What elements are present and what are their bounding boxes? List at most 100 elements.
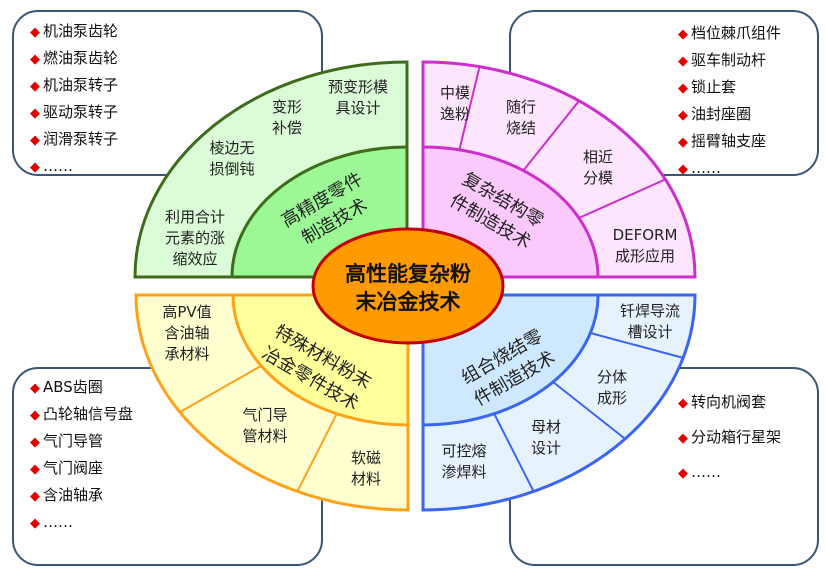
segment-divider xyxy=(578,178,666,219)
technique-label: DEFORM 成形应用 xyxy=(613,226,678,265)
example-item: ◆…… xyxy=(30,509,133,536)
example-item: ◆…… xyxy=(30,153,118,180)
technique-label-line: 成形应用 xyxy=(615,247,675,265)
example-item: ◆驱车制动杆 xyxy=(678,47,781,74)
technique-label: 软磁材料 xyxy=(351,449,381,488)
example-item: ◆润滑泵转子 xyxy=(30,126,118,153)
technique-label-line: 棱边无 xyxy=(209,139,254,157)
example-label: 燃油泵齿轮 xyxy=(43,49,119,67)
technique-label: 棱边无损倒钝 xyxy=(209,139,254,178)
examples-list-top-left: ◆机油泵齿轮◆燃油泵齿轮◆机油泵转子◆驱动泵转子◆润滑泵转子◆…… xyxy=(30,18,118,180)
technique-label-line: 钎焊导流 xyxy=(620,302,680,320)
example-item: ◆含油轴承 xyxy=(30,482,133,509)
example-label: 气门阀座 xyxy=(43,459,104,477)
example-label: 驱动泵转子 xyxy=(43,103,119,121)
technique-label-line: 烧结 xyxy=(506,119,536,137)
examples-list-bottom-right: ◆转向机阀套◆分动箱行星架◆…… xyxy=(678,385,781,490)
center-ellipse xyxy=(311,227,505,345)
center-title-line2: 末冶金技术 xyxy=(356,290,461,314)
example-item: ◆凸轮轴信号盘 xyxy=(30,401,133,428)
technique-label-line: 随行 xyxy=(506,98,536,116)
technique-label-line: 损倒钝 xyxy=(209,160,254,178)
bullet-diamond-icon: ◆ xyxy=(678,466,688,481)
technique-label: 高PV值含油轴承材料 xyxy=(162,303,211,363)
example-item: ◆摇臂轴支座 xyxy=(678,128,781,155)
technique-label-line: 缩效应 xyxy=(172,250,217,268)
technique-label: 随行烧结 xyxy=(506,98,536,137)
technique-label-line: 含油轴 xyxy=(164,324,209,342)
bullet-diamond-icon: ◆ xyxy=(678,81,688,96)
technique-label-line: 补偿 xyxy=(272,119,302,137)
example-item: ◆档位棘爪组件 xyxy=(678,20,781,47)
bullet-diamond-icon: ◆ xyxy=(30,516,40,531)
example-label: 驱车制动杆 xyxy=(691,51,767,69)
bullet-diamond-icon: ◆ xyxy=(678,431,688,446)
bullet-diamond-icon: ◆ xyxy=(30,489,40,504)
technique-label-line: 中模 xyxy=(440,84,470,102)
technique-label-line: 渗焊料 xyxy=(441,463,486,481)
example-item: ◆分动箱行星架 xyxy=(678,420,781,455)
example-item: ◆锁止套 xyxy=(678,74,781,101)
technique-label-line: 预变形模 xyxy=(328,78,388,96)
technique-label: 预变形模具设计 xyxy=(328,78,388,117)
example-item: ◆气门阀座 xyxy=(30,455,133,482)
example-item: ◆转向机阀套 xyxy=(678,385,781,420)
segment-divider xyxy=(590,332,684,359)
technique-label-line: 逸粉 xyxy=(440,105,470,123)
example-label: ABS齿圈 xyxy=(43,378,103,396)
segment-divider xyxy=(493,413,535,492)
technique-label: 气门导管材料 xyxy=(242,406,287,445)
example-label: …… xyxy=(691,159,721,177)
example-label: 锁止套 xyxy=(691,78,737,96)
bullet-diamond-icon: ◆ xyxy=(678,135,688,150)
bullet-diamond-icon: ◆ xyxy=(30,106,40,121)
example-label: 油封座圈 xyxy=(691,105,752,123)
examples-list-top-right: ◆档位棘爪组件◆驱车制动杆◆锁止套◆油封座圈◆摇臂轴支座◆…… xyxy=(678,20,781,182)
technique-label-line: 材料 xyxy=(351,470,381,488)
example-label: 机油泵齿轮 xyxy=(43,22,119,40)
examples-list-bottom-left: ◆ABS齿圈◆凸轮轴信号盘◆气门导管◆气门阀座◆含油轴承◆…… xyxy=(30,374,133,536)
bullet-diamond-icon: ◆ xyxy=(30,52,40,67)
example-item: ◆气门导管 xyxy=(30,428,133,455)
example-item: ◆ABS齿圈 xyxy=(30,374,133,401)
example-item: ◆油封座圈 xyxy=(678,101,781,128)
bullet-diamond-icon: ◆ xyxy=(678,54,688,69)
example-item: ◆…… xyxy=(678,155,781,182)
bullet-diamond-icon: ◆ xyxy=(30,435,40,450)
bullet-diamond-icon: ◆ xyxy=(678,162,688,177)
example-label: 分动箱行星架 xyxy=(691,428,782,446)
center-title-line1: 高性能复杂粉 xyxy=(345,262,471,286)
segment-divider xyxy=(296,413,338,492)
technique-label: 相近分模 xyxy=(583,148,613,187)
bullet-diamond-icon: ◆ xyxy=(30,381,40,396)
example-label: 机油泵转子 xyxy=(43,76,119,94)
example-label: 摇臂轴支座 xyxy=(691,132,767,150)
technique-label-line: DEFORM xyxy=(613,226,678,244)
example-label: …… xyxy=(43,157,73,175)
technique-label: 可控熔渗焊料 xyxy=(441,442,486,481)
example-label: 档位棘爪组件 xyxy=(691,24,782,42)
technique-label-line: 成形 xyxy=(597,389,627,407)
example-item: ◆机油泵转子 xyxy=(30,72,118,99)
example-item: ◆机油泵齿轮 xyxy=(30,18,118,45)
bullet-diamond-icon: ◆ xyxy=(30,462,40,477)
segment-divider xyxy=(552,381,626,440)
technique-label-line: 分体 xyxy=(597,368,627,386)
technique-label-line: 管材料 xyxy=(242,427,287,445)
example-item: ◆…… xyxy=(678,455,781,490)
technique-label-line: 元素的涨 xyxy=(165,229,225,247)
bullet-diamond-icon: ◆ xyxy=(30,160,40,175)
technique-label-line: 利用合计 xyxy=(165,208,225,226)
example-label: 润滑泵转子 xyxy=(43,130,119,148)
bullet-diamond-icon: ◆ xyxy=(678,27,688,42)
example-label: 气门导管 xyxy=(43,432,104,450)
technique-label-line: 可控熔 xyxy=(441,442,486,460)
technique-label-line: 变形 xyxy=(272,98,302,116)
bullet-diamond-icon: ◆ xyxy=(30,79,40,94)
technique-label-line: 设计 xyxy=(531,439,561,457)
bullet-diamond-icon: ◆ xyxy=(678,396,688,411)
